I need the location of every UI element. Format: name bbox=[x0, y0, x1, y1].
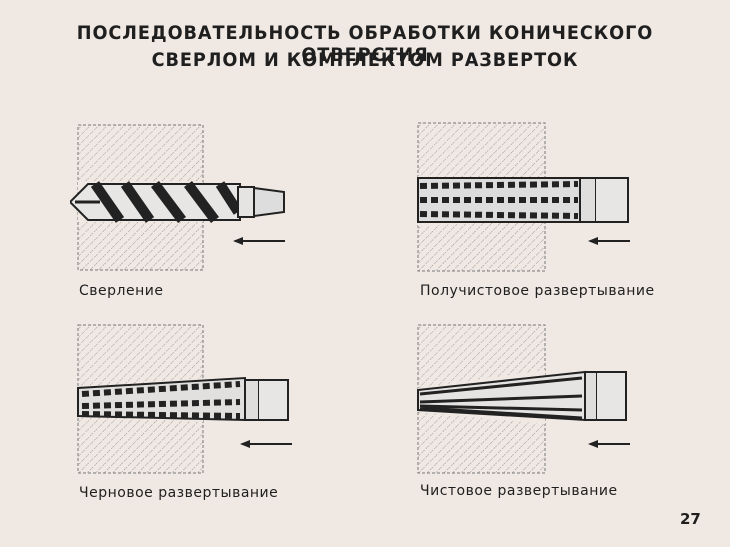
page-number: 27 bbox=[680, 510, 701, 528]
semi-finish-reamer-icon bbox=[417, 122, 630, 272]
title-line-1: ПОСЛЕДОВАТЕЛЬНОСТЬ ОБРАБОТКИ КОНИЧЕСКОГО… bbox=[76, 22, 654, 66]
drilling-panel bbox=[68, 120, 310, 284]
rough-reaming-panel bbox=[70, 320, 310, 484]
finish-reamer-icon bbox=[417, 324, 630, 474]
caption-semi-finish-reaming: Получистовое развертывание bbox=[420, 283, 655, 299]
finish-reaming-panel bbox=[410, 320, 650, 484]
caption-drilling: Сверление bbox=[79, 283, 164, 299]
rough-reamer-icon bbox=[77, 324, 292, 474]
title-line-2: СВЕРЛОМ И КОМПЛЕКТОМ РАЗВЕРТОК bbox=[151, 49, 579, 71]
semi-finish-reaming-panel bbox=[410, 118, 650, 282]
twist-drill-icon bbox=[68, 124, 285, 271]
caption-rough-reaming: Черновое развертывание bbox=[79, 485, 279, 501]
caption-finish-reaming: Чистовое развертывание bbox=[420, 483, 618, 499]
